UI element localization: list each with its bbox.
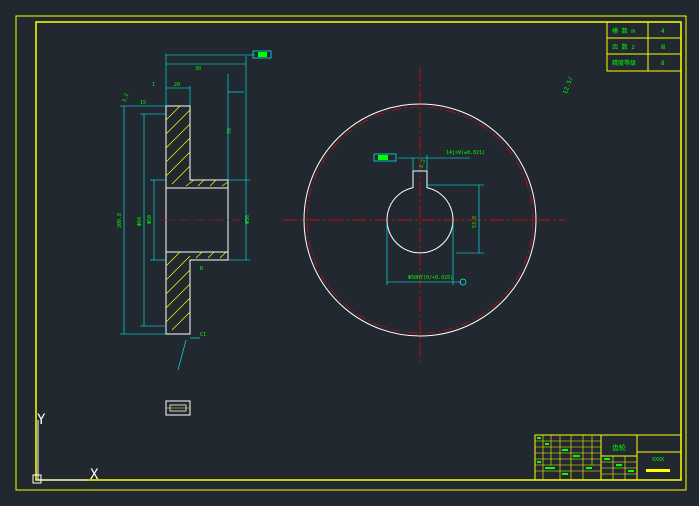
front-view: 14js9(±0.021) 3.2 53.8 Φ50H7(0/+0.025) [283, 67, 565, 362]
dim-keyway-width: 14js9(±0.021) [446, 150, 485, 156]
dim-small-3: 15 [140, 100, 146, 106]
dim-d3: Φ56 [245, 215, 251, 224]
tolerance-frame-side [252, 50, 272, 59]
param-value-precision: 8 [661, 60, 665, 67]
title-part-name: 齿轮 [612, 443, 626, 452]
tolerance-frame-front [373, 153, 397, 162]
param-label-precision: 精度等级 [612, 59, 636, 67]
param-label-teeth: 齿 数 z [612, 43, 635, 51]
title-block: 齿轮 XXXX [534, 434, 682, 481]
dim-total-diameter: 200.8 [117, 213, 123, 228]
dim-small-4: R [200, 266, 204, 272]
outer-border [15, 15, 687, 491]
dim-bore: Φ50H7(0/+0.025) [408, 275, 453, 281]
parameter-table: 模 数 m 4 齿 数 z Ⅲ 精度等级 8 [606, 21, 682, 72]
axis-x-label: X [90, 467, 99, 483]
dim-keyway-note: 3.2 [418, 159, 427, 170]
hatch-rim-lower [165, 251, 229, 335]
param-value-teeth: Ⅲ [661, 44, 665, 51]
dim-d1: Φ84 [137, 217, 143, 226]
hatch-rim-upper [165, 105, 229, 189]
section-view: 30 1 20 3.2 15 76 200.8 Φ84 Φ50 Φ56 R C1 [117, 50, 272, 371]
dim-roughness-top: 3.2 [121, 93, 130, 104]
dim-small-2: 20 [174, 82, 180, 88]
dim-top-width: 30 [195, 66, 201, 72]
inner-border [35, 21, 682, 481]
dim-d2: Φ50 [147, 215, 153, 224]
key-detail [165, 400, 191, 416]
param-value-module: 4 [661, 28, 665, 35]
bore-with-keyway [386, 170, 454, 254]
ucs-axis-icon: Y X [32, 412, 99, 484]
dim-small-1: 1 [152, 82, 155, 88]
dim-note: C1 [200, 332, 206, 338]
param-label-module: 模 数 m [612, 27, 635, 35]
dim-hub-len: 76 [227, 128, 233, 134]
axis-y-label: Y [37, 412, 46, 428]
title-company: XXXX [652, 457, 664, 463]
dim-keyway-depth: 53.8 [472, 216, 478, 228]
roughness-note: 12.5/ [562, 75, 575, 95]
